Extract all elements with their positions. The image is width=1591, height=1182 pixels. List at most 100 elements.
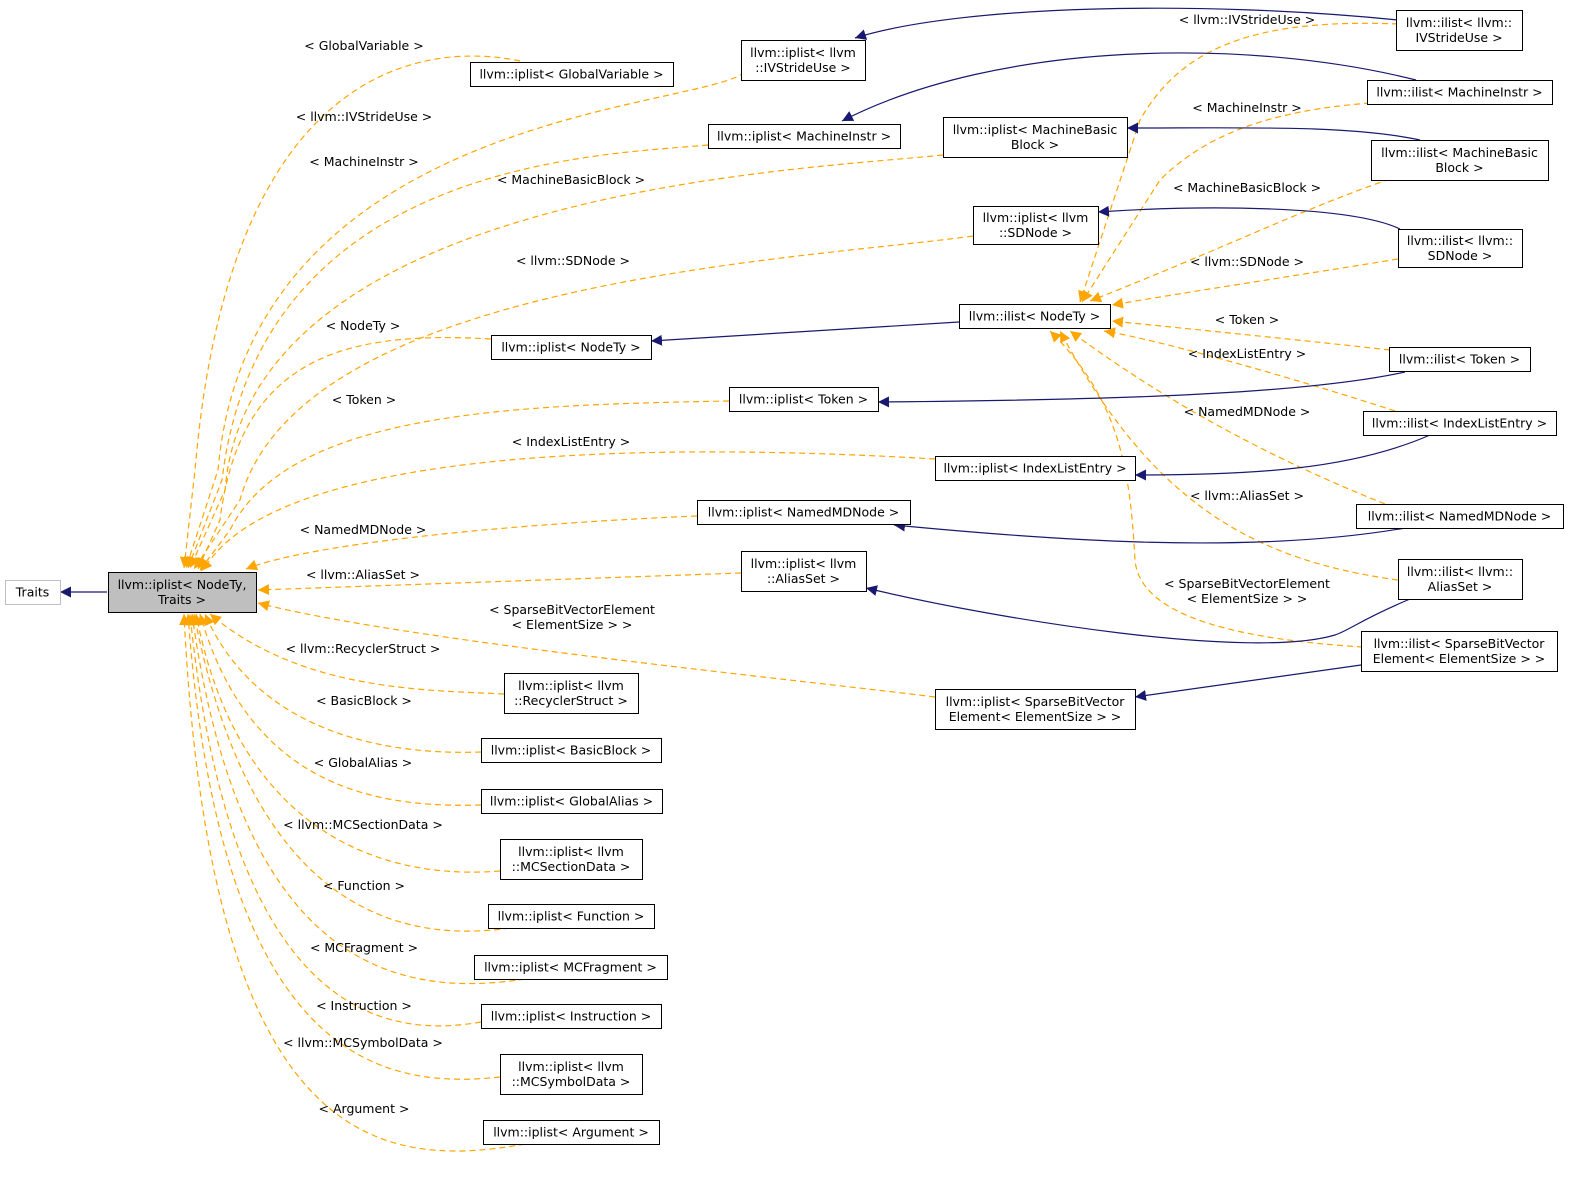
node-box <box>481 1004 662 1029</box>
node-label-line: llvm::ilist< MachineBasic <box>1381 145 1538 160</box>
node-label: llvm::ilist< llvm::IVStrideUse > <box>1406 15 1512 45</box>
class-node-ip-argument[interactable]: llvm::iplist< Argument > <box>483 1120 660 1145</box>
node-label-line: llvm::iplist< llvm <box>518 678 624 693</box>
class-node-ip-recyclerstruct[interactable]: llvm::iplist< llvm::RecyclerStruct > <box>504 673 639 714</box>
edge-label-function: < Function > <box>323 878 405 893</box>
template-edge-sdnode <box>193 235 974 570</box>
edge-label-line: < ElementSize > > <box>512 617 633 632</box>
node-label-line: ::AliasSet > <box>767 571 840 586</box>
class-node-il-machineinstr[interactable]: llvm::ilist< MachineInstr > <box>1367 80 1553 105</box>
class-node-traits[interactable]: Traits <box>5 580 61 605</box>
node-box <box>729 387 879 412</box>
class-node-ip-nodety[interactable]: llvm::iplist< NodeTy > <box>491 335 652 360</box>
focus-class-node[interactable]: llvm::iplist< NodeTy,Traits > <box>108 572 257 613</box>
node-label-line: SDNode > <box>1428 248 1493 263</box>
edge-label-globalvariable: < GlobalVariable > <box>304 38 423 53</box>
node-label-line: llvm::iplist< MachineBasic <box>953 122 1118 137</box>
edge-label-line: < MachineInstr > <box>309 154 418 169</box>
inheritance-edge-nodety <box>650 321 960 346</box>
template-edge-mbb <box>189 154 944 569</box>
edge-label-line: < llvm::MCSymbolData > <box>283 1035 443 1050</box>
node-label: Traits <box>15 585 49 600</box>
edge-label-line: < llvm::AliasSet > <box>1190 488 1304 503</box>
class-node-ip-mcfragment[interactable]: llvm::iplist< MCFragment > <box>474 955 668 980</box>
class-node-ip-basicblock[interactable]: llvm::iplist< BasicBlock > <box>481 738 662 763</box>
node-label-line: llvm::iplist< Argument > <box>493 1125 649 1140</box>
edge-label-line: < MCFragment > <box>310 940 418 955</box>
class-node-ip-token[interactable]: llvm::iplist< Token > <box>729 387 879 412</box>
edge-label-line: < NodeTy > <box>326 318 401 333</box>
edge-label-line: < MachineInstr > <box>1192 100 1301 115</box>
class-node-il-ivstrideuse[interactable]: llvm::ilist< llvm::IVStrideUse > <box>1396 10 1523 51</box>
edge-label-line: < SparseBitVectorElement <box>489 602 655 617</box>
edge-label-machineinstr: < MachineInstr > <box>309 154 418 169</box>
inheritance-edge-namedmdnode <box>893 520 1406 544</box>
node-label-line: llvm::iplist< llvm <box>518 844 624 859</box>
node-label-line: AliasSet > <box>1428 579 1493 594</box>
class-node-il-token[interactable]: llvm::ilist< Token > <box>1389 347 1531 372</box>
node-label-line: llvm::iplist< IndexListEntry > <box>943 461 1126 476</box>
node-box <box>483 1120 660 1145</box>
edge-label-line: < llvm::RecyclerStruct > <box>286 641 441 656</box>
edge-label-line: < Token > <box>332 392 396 407</box>
class-node-il-nodety[interactable]: llvm::ilist< NodeTy > <box>959 304 1111 329</box>
node-box <box>481 738 662 763</box>
node-label: llvm::iplist< MCFragment > <box>484 960 657 975</box>
node-box <box>741 551 867 592</box>
class-node-ip-function[interactable]: llvm::iplist< Function > <box>488 904 655 929</box>
class-node-il-namedmdnode[interactable]: llvm::ilist< NamedMDNode > <box>1356 504 1564 529</box>
class-node-ip-mcsectiondata[interactable]: llvm::iplist< llvm::MCSectionData > <box>500 839 643 880</box>
class-node-il-indexlistentry[interactable]: llvm::ilist< IndexListEntry > <box>1363 411 1557 436</box>
node-box <box>1363 411 1557 436</box>
template-edge-namedmdnode <box>245 515 698 571</box>
class-node-il-aliasset[interactable]: llvm::ilist< llvm::AliasSet > <box>1398 559 1523 600</box>
edge-label-line: < Argument > <box>319 1101 410 1116</box>
class-node-ip-machineinstr[interactable]: llvm::iplist< MachineInstr > <box>708 124 901 149</box>
node-label: llvm::ilist< Token > <box>1399 352 1520 367</box>
template-edge-ivstrideuse <box>184 71 746 569</box>
node-box <box>470 62 674 87</box>
class-node-ip-globalvariable[interactable]: llvm::iplist< GlobalVariable > <box>470 62 674 87</box>
node-box <box>504 673 639 714</box>
template-edge-mcsymboldata <box>183 613 501 1080</box>
edge-label-mcfragment: < MCFragment > <box>310 940 418 955</box>
edge-label-line: < MachineBasicBlock > <box>1173 180 1321 195</box>
template-edge-nodety <box>197 336 492 570</box>
class-node-ip-indexlistentry[interactable]: llvm::iplist< IndexListEntry > <box>935 456 1136 481</box>
class-node-ip-aliasset[interactable]: llvm::iplist< llvm::AliasSet > <box>741 551 867 592</box>
node-label-line: llvm::iplist< NamedMDNode > <box>708 505 899 520</box>
node-label-line: ::RecyclerStruct > <box>514 693 628 708</box>
template-edge-r-ivstrideuse <box>1078 22 1399 303</box>
node-label-line: llvm::iplist< BasicBlock > <box>491 743 652 758</box>
class-node-ip-ivstrideuse[interactable]: llvm::iplist< llvm::IVStrideUse > <box>741 40 866 81</box>
node-box <box>697 500 911 525</box>
template-edge-r-indexlistentry <box>1103 327 1396 412</box>
edge-label-r-aliasset: < llvm::AliasSet > <box>1190 488 1304 503</box>
class-node-ip-mcsymboldata[interactable]: llvm::iplist< llvm::MCSymbolData > <box>500 1054 643 1095</box>
inheritance-edge-indexlistentry <box>1134 434 1431 481</box>
class-node-ip-sdnode[interactable]: llvm::iplist< llvm::SDNode > <box>973 206 1099 245</box>
inheritance-edge-ivstrideuse <box>854 7 1399 40</box>
class-node-ip-namedmdnode[interactable]: llvm::iplist< NamedMDNode > <box>697 500 911 525</box>
template-edge-recyclerstruct <box>209 613 505 695</box>
node-label: llvm::iplist< NodeTy,Traits > <box>118 577 247 607</box>
edge-label-r-indexlistentry: < IndexListEntry > <box>1188 346 1306 361</box>
edge-label-r-machineinstr: < MachineInstr > <box>1192 100 1301 115</box>
class-node-il-sdnode[interactable]: llvm::ilist< llvm::SDNode > <box>1398 229 1523 268</box>
edge-label-line: < llvm::SDNode > <box>516 253 630 268</box>
node-label-line: llvm::iplist< llvm <box>750 45 856 60</box>
inheritance-edge-mbb <box>1126 122 1421 141</box>
edge-label-r-namedmdnode: < NamedMDNode > <box>1184 404 1311 419</box>
node-box <box>1396 10 1523 51</box>
class-node-ip-instruction[interactable]: llvm::iplist< Instruction > <box>481 1004 662 1029</box>
node-box <box>108 572 257 613</box>
template-edge-r-aliasset <box>1059 330 1399 581</box>
class-node-ip-globalalias[interactable]: llvm::iplist< GlobalAlias > <box>481 789 663 814</box>
edge-label-line: < llvm::MCSectionData > <box>283 817 443 832</box>
node-label-line: ::MCSectionData > <box>512 859 631 874</box>
